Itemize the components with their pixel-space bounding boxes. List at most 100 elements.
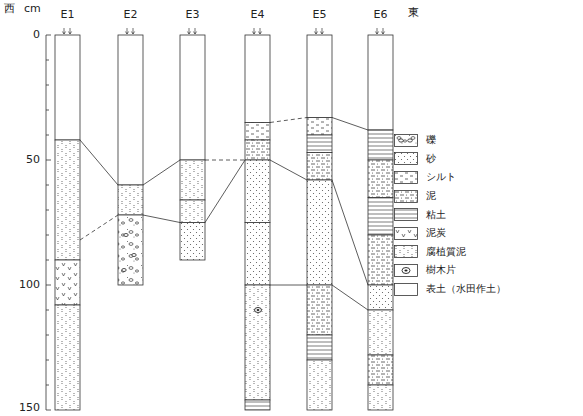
legend-row: 表土（水田作土） <box>394 280 506 299</box>
water-mark <box>187 28 190 34</box>
water-mark <box>62 28 65 34</box>
legend-swatch <box>394 134 418 147</box>
wood-fragment <box>255 308 262 313</box>
water-mark <box>68 28 71 34</box>
strata-layer <box>118 185 143 215</box>
correlation-line <box>143 215 180 223</box>
boring-column <box>180 28 205 260</box>
strata-layer <box>245 223 270 286</box>
legend-row: 粘土 <box>394 205 506 224</box>
boring-column <box>118 28 143 285</box>
water-mark <box>314 28 317 34</box>
depth-number: 150 <box>19 402 40 414</box>
legend-swatch <box>394 208 418 221</box>
strata-layer <box>245 140 270 160</box>
strata-layer <box>368 285 393 310</box>
correlation-line <box>143 160 180 185</box>
column-name: E2 <box>124 9 138 21</box>
strata-layer <box>368 35 393 130</box>
correlation-line <box>270 160 307 180</box>
strata-layer <box>180 200 205 223</box>
strata-layer <box>118 215 143 285</box>
correlation-line <box>205 160 245 223</box>
boring-columns <box>55 28 393 410</box>
correlation-lines <box>80 118 368 311</box>
strata-layer <box>180 223 205 261</box>
strata-layer <box>368 355 393 385</box>
legend-row: 礫 <box>394 131 506 150</box>
water-mark <box>375 28 378 34</box>
depth-number: 0 <box>33 29 40 41</box>
strata-layer <box>307 360 332 410</box>
strata-layer <box>180 160 205 200</box>
boring-column <box>245 28 270 410</box>
strata-layer <box>55 140 80 260</box>
legend-swatch <box>394 264 418 277</box>
strata-layer <box>368 385 393 410</box>
legend-text: 表土（水田作土） <box>426 282 506 296</box>
boring-column <box>55 28 80 410</box>
water-mark <box>131 28 134 34</box>
column-name: E3 <box>186 9 200 21</box>
direction-label: 東 <box>408 7 419 19</box>
strata-layer <box>118 35 143 185</box>
water-mark <box>125 28 128 34</box>
unit-label: cm <box>24 3 41 15</box>
legend-text: 砂 <box>426 152 436 166</box>
strata-layer <box>307 335 332 360</box>
water-mark <box>320 28 323 34</box>
legend-text: 粘土 <box>426 208 446 222</box>
correlation-line <box>205 160 245 161</box>
correlation-line <box>80 215 118 240</box>
strata-layer <box>245 400 270 410</box>
legend: 礫砂シルト泥粘土泥炭腐植質泥樹木片表土（水田作土） <box>394 131 506 298</box>
strata-layer <box>55 35 80 140</box>
legend-swatch <box>394 152 418 165</box>
correlation-line <box>332 180 368 285</box>
legend-text: 樹木片 <box>426 263 456 277</box>
correlation-line <box>270 285 307 286</box>
legend-swatch <box>394 245 418 258</box>
column-name: E1 <box>61 9 75 21</box>
strata-layer <box>245 35 270 123</box>
legend-swatch <box>394 227 418 240</box>
legend-row: 砂 <box>394 150 506 169</box>
depth-number: 50 <box>26 154 40 166</box>
strata-layer <box>245 123 270 141</box>
gravel-mark <box>122 269 126 272</box>
gravel-mark <box>132 254 136 257</box>
strata-layer <box>307 35 332 118</box>
correlation-line <box>270 118 307 123</box>
strata-layer <box>307 153 332 181</box>
legend-row: シルト <box>394 168 506 187</box>
strata-layer <box>180 35 205 160</box>
water-mark <box>193 28 196 34</box>
strata-layer <box>368 235 393 285</box>
depth-number: 100 <box>19 279 40 291</box>
strata-layer <box>245 285 270 400</box>
legend-text: 礫 <box>426 133 436 147</box>
boring-column <box>368 28 393 410</box>
water-mark <box>381 28 384 34</box>
column-name: E4 <box>251 9 265 21</box>
column-name: E6 <box>374 9 388 21</box>
legend-text: 泥 <box>426 189 436 203</box>
strata-layer <box>368 160 393 198</box>
strata-layer <box>368 198 393 236</box>
legend-swatch <box>394 171 418 184</box>
wood-fragment <box>257 309 260 311</box>
correlation-line <box>80 140 118 185</box>
correlation-line <box>332 118 368 131</box>
strata-layer <box>307 180 332 285</box>
strata-layer <box>307 118 332 136</box>
legend-text: 泥炭 <box>426 226 446 240</box>
legend-text: 腐植質泥 <box>426 245 466 259</box>
correlation-line <box>332 285 368 310</box>
water-mark <box>258 28 261 34</box>
boring-column <box>307 28 332 410</box>
depth-axis <box>46 35 51 410</box>
legend-swatch <box>394 190 418 203</box>
strata-layer <box>307 135 332 153</box>
